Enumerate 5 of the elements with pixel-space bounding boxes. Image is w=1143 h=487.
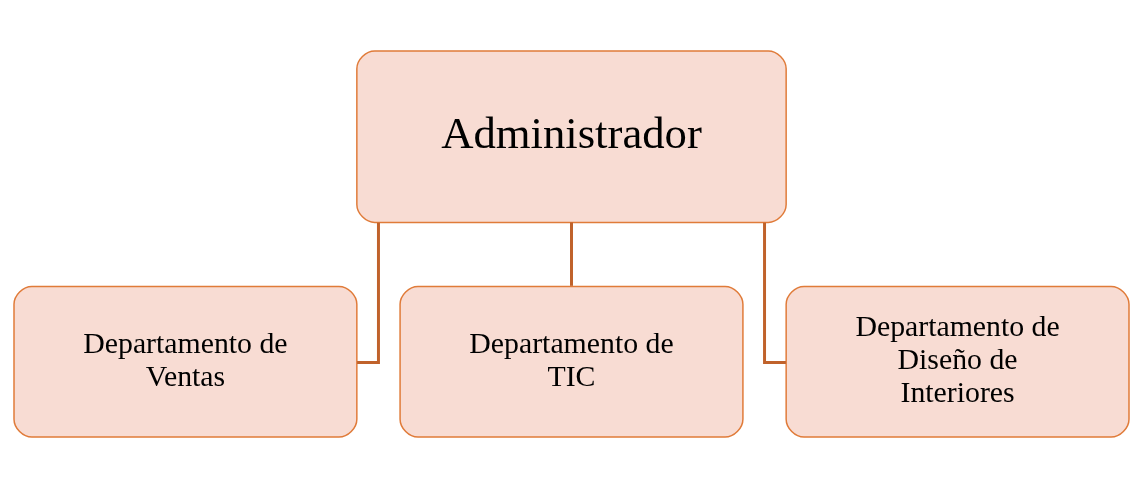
node-box: Departamento de Ventas: [13, 285, 358, 438]
connector: [570, 221, 573, 286]
node-box: Departamento de Diseño de Interiores: [785, 285, 1130, 438]
node-box: Departamento de TIC: [399, 285, 744, 438]
node-box: Administrador: [356, 49, 787, 223]
